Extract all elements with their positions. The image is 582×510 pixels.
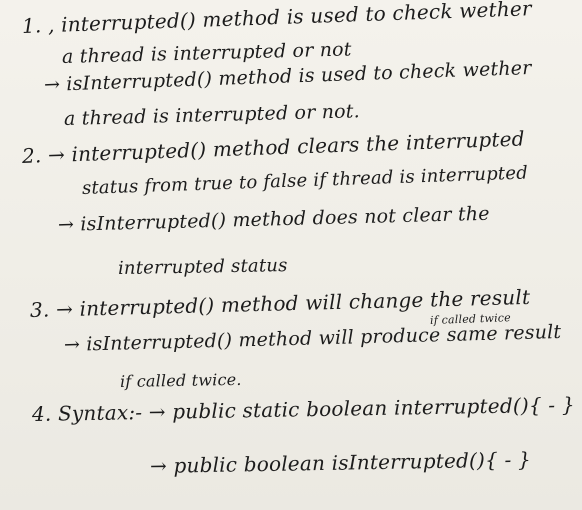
point-2-line-2: status from true to false if thread is i… <box>81 162 529 199</box>
point-1-line-2: a thread is interrupted or not <box>61 38 352 68</box>
point-4-syntax-line-1: 4. Syntax:- → public static boolean inte… <box>31 392 575 426</box>
point-1-line-4: a thread is interrupted or not. <box>63 100 361 130</box>
point-2-line-4: interrupted status <box>117 255 288 279</box>
point-4-syntax-line-2: → public boolean isInterrupted(){ - } <box>149 447 532 478</box>
point-3-line-2: → isInterrupted() method will produce sa… <box>63 320 562 356</box>
point-2-line-3: → isInterrupted() method does not clear … <box>57 202 490 236</box>
point-2-line-1: 2. → interrupted() method clears the int… <box>21 126 526 168</box>
point-1-line-1: 1. , interrupted() method is used to che… <box>21 0 533 38</box>
point-3-line-3: if called twice. <box>119 369 242 391</box>
